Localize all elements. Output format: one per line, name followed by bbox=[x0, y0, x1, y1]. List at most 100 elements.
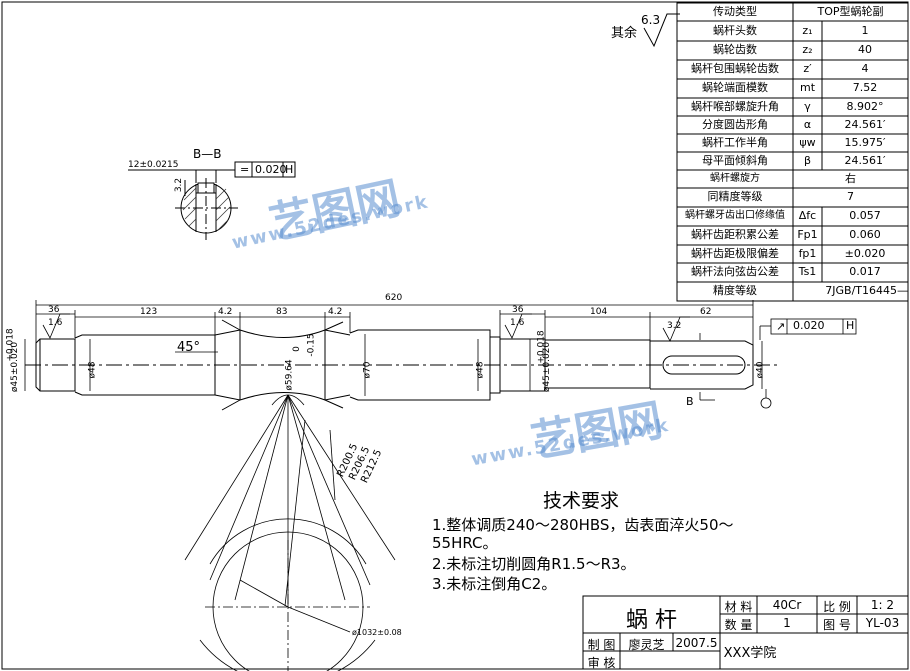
tol-018-left: +0.018 bbox=[5, 328, 16, 362]
spec-row-label: 蜗杆法向弦齿公差 bbox=[691, 265, 779, 278]
spec-row-label: 蜗轮端面模数 bbox=[702, 81, 768, 94]
spec-row-label: 蜗轮齿数 bbox=[713, 43, 757, 56]
dim-overall: 620 bbox=[385, 293, 403, 303]
spec-row-symbol: z′ bbox=[803, 62, 812, 75]
quantity-label: 数 量 bbox=[724, 618, 753, 632]
dim-dia48-right: ø48 bbox=[475, 361, 486, 379]
material-label: 材 料 bbox=[724, 600, 753, 614]
spec-row-label: 蜗杆头数 bbox=[713, 24, 757, 37]
spec-row-symbol: Ts1 bbox=[798, 265, 817, 278]
part-name: 蜗 杆 bbox=[626, 608, 677, 633]
chamfer-angle: 45° bbox=[177, 340, 201, 355]
roughness-mid: 1.6 bbox=[510, 318, 525, 328]
dim-42-right: 4.2 bbox=[328, 307, 343, 317]
spec-row-value: 15.975′ bbox=[844, 136, 886, 149]
spec-row-label: 蜗杆螺牙齿出口修缘值 bbox=[685, 210, 785, 221]
surface-finish-symbol bbox=[643, 13, 680, 48]
spec-row-label: 母平面倾斜角 bbox=[702, 154, 768, 167]
keyway-dim: 12±0.0215 bbox=[128, 160, 179, 170]
spec-row-symbol: β bbox=[803, 154, 812, 167]
dim-104: 104 bbox=[590, 307, 608, 317]
spec-footer-label: 精度等级 bbox=[713, 284, 757, 297]
spec-row-value: 7.52 bbox=[852, 81, 878, 94]
dimension-lines bbox=[24, 300, 857, 409]
spec-row-symbol: ψw bbox=[799, 136, 816, 149]
roughness-left: 1.6 bbox=[48, 318, 63, 328]
runout-arrow-icon: ↗ bbox=[776, 320, 786, 333]
tolerance-symbol: = bbox=[240, 163, 250, 176]
drawn-label: 制 图 bbox=[587, 638, 616, 652]
school-name: XXX学院 bbox=[723, 646, 777, 661]
spec-row-value: 1 bbox=[861, 24, 869, 37]
section-arrow-label: B bbox=[686, 395, 694, 408]
spec-row-symbol: γ bbox=[804, 100, 811, 113]
spec-row-value: 40 bbox=[858, 43, 872, 56]
section-label: B—B bbox=[193, 147, 222, 161]
dim-dia1032: ø1032±0.08 bbox=[352, 628, 402, 637]
shaft-main-view bbox=[25, 319, 780, 411]
spec-row-symbol: mt bbox=[799, 81, 816, 94]
runout-value: 0.020 bbox=[793, 319, 825, 332]
tech-note-line: 1.整体调质240～280HBS，齿表面淬火50～ bbox=[432, 516, 734, 534]
dim-dia48-left: ø48 bbox=[87, 361, 98, 379]
spec-row-symbol: Δfc bbox=[798, 209, 817, 222]
spec-row-value: ±0.020 bbox=[844, 247, 886, 260]
material-value: 40Cr bbox=[772, 598, 802, 612]
dim-42-left: 4.2 bbox=[218, 307, 233, 317]
spec-row-label: 蜗杆螺旋方 bbox=[710, 173, 760, 184]
title-block-grid bbox=[582, 595, 909, 670]
spec-row-value: 7 bbox=[847, 190, 854, 203]
surface-note-value: 6.3 bbox=[641, 13, 661, 27]
spec-row-label: 蜗杆喉部螺旋升角 bbox=[691, 100, 779, 113]
depth-dim: 3.2 bbox=[174, 177, 185, 193]
spec-row-value: 4 bbox=[861, 62, 869, 75]
dim-dia70: ø70 bbox=[362, 361, 373, 379]
spec-row-value: 0.060 bbox=[849, 228, 881, 241]
spec-row-value: 右 bbox=[845, 172, 856, 185]
tech-note-line: 55HRC。 bbox=[432, 534, 498, 552]
spec-row-label: 蜗杆齿距极限偏差 bbox=[691, 247, 779, 260]
tol-018-right: +0.018 bbox=[536, 330, 547, 364]
spec-table-grid bbox=[676, 2, 909, 302]
datum-letter: H bbox=[285, 163, 294, 176]
spec-row-symbol: fp1 bbox=[798, 247, 817, 260]
spec-row-label: 蜗杆齿距积累公差 bbox=[691, 228, 779, 241]
dim-36-left: 36 bbox=[48, 305, 60, 315]
dim-62: 62 bbox=[700, 307, 712, 317]
dim-123: 123 bbox=[140, 307, 158, 317]
scale-value: 1: 2 bbox=[870, 598, 895, 612]
tech-note-line: 3.未标注倒角C2。 bbox=[432, 575, 557, 593]
roughness-right: 3.2 bbox=[667, 321, 682, 331]
spec-row-symbol: z₁ bbox=[802, 24, 813, 37]
quantity-value: 1 bbox=[783, 616, 791, 630]
tech-notes-title: 技术要求 bbox=[543, 490, 620, 512]
spec-row-symbol: Fp1 bbox=[797, 228, 818, 241]
spec-row-label: 分度圆齿形角 bbox=[702, 118, 768, 131]
tech-note-line: 2.未标注切削圆角R1.5～R3。 bbox=[432, 555, 636, 573]
drawn-name: 廖灵芝 bbox=[628, 638, 665, 652]
drawn-date: 2007.5 bbox=[675, 636, 718, 650]
spec-row-label: 蜗杆包围蜗轮齿数 bbox=[691, 62, 779, 75]
spec-row-value: 0.017 bbox=[849, 265, 881, 278]
scale-label: 比 例 bbox=[823, 600, 851, 614]
dim-83: 83 bbox=[276, 307, 288, 317]
spec-row-value: 0.057 bbox=[849, 209, 881, 222]
spec-row-label: 同精度等级 bbox=[707, 190, 763, 203]
spec-row-value: 24.561′ bbox=[844, 118, 886, 131]
dim-dia40: ø40 bbox=[755, 361, 766, 379]
tol-m015: -0.15 bbox=[306, 333, 317, 357]
worm-wheel-construction bbox=[184, 394, 396, 671]
tolerance-value: 0.020 bbox=[255, 163, 287, 176]
spec-row-value: 24.561′ bbox=[844, 154, 886, 167]
dim-36-right: 36 bbox=[512, 305, 524, 315]
surface-note-prefix: 其余 bbox=[611, 26, 638, 41]
drawing-no-value: YL-03 bbox=[865, 616, 900, 630]
runout-datum: H bbox=[846, 319, 855, 332]
spec-row-label: 蜗杆工作半角 bbox=[702, 136, 768, 149]
tol-zero: 0 bbox=[291, 346, 302, 352]
check-label: 审 核 bbox=[587, 656, 616, 670]
spec-row-symbol: α bbox=[803, 118, 812, 131]
